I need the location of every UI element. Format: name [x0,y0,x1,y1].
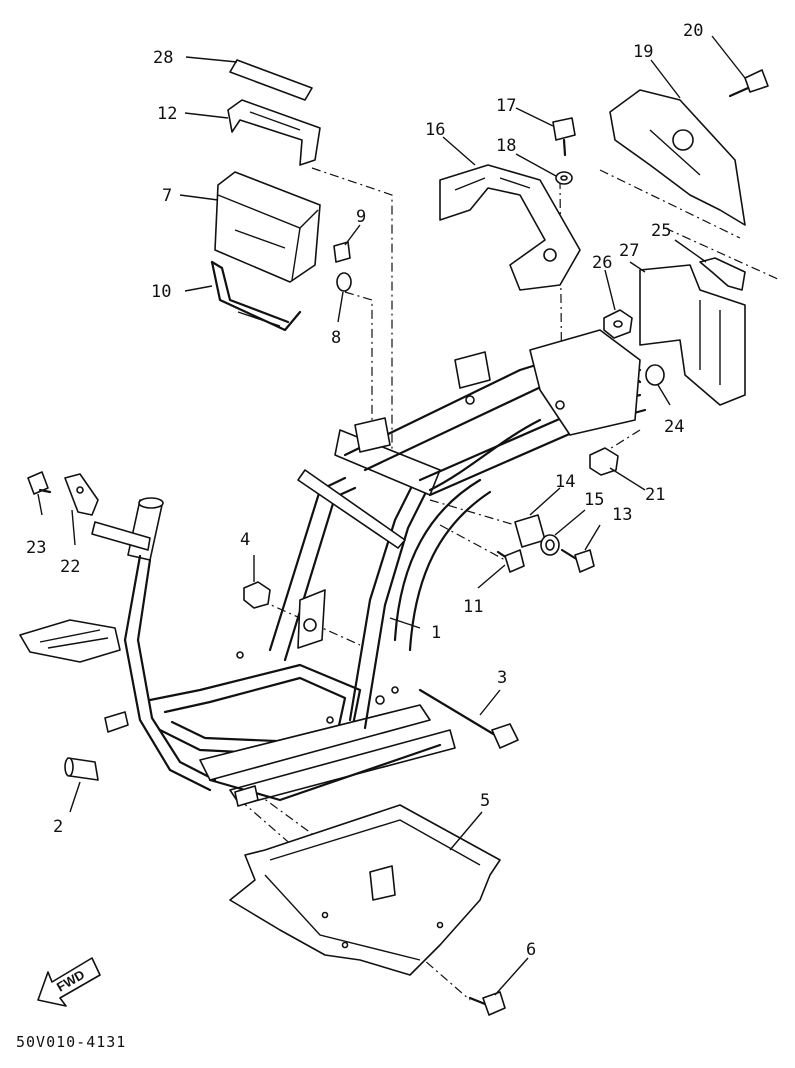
label-part-2: 2 [53,817,63,837]
label-part-11: 11 [463,597,483,617]
label-part-26: 26 [592,253,612,273]
part-7-battery-box [214,171,321,283]
label-part-15: 15 [584,490,604,510]
label-part-28: 28 [153,48,173,68]
part-12-bracket [227,99,321,166]
label-part-9: 9 [356,207,366,227]
main-frame [19,329,647,807]
drawing-code: 50V010-4131 [16,1033,126,1051]
label-part-18: 18 [496,136,516,156]
part-11-bolt [496,549,525,573]
label-part-6: 6 [526,940,536,960]
label-part-24: 24 [664,417,684,437]
part-27-cover [639,264,746,406]
fwd-arrow: FWD [37,957,101,1007]
part-8-grommet [336,272,352,292]
part-18-washer [555,171,573,185]
part-10-strap [210,260,302,332]
label-part-20: 20 [683,21,703,41]
label-part-25: 25 [651,221,671,241]
leader-lines [37,35,746,996]
part-13-bolt [560,548,595,573]
label-part-7: 7 [162,186,172,206]
label-part-3: 3 [497,668,507,688]
part-15-washer [540,534,560,556]
label-part-14: 14 [555,472,575,492]
part-19-bracket [609,89,746,226]
part-3-bolt [418,688,519,749]
label-part-17: 17 [496,96,516,116]
part-25-bracket [699,257,746,291]
part-2-collar [64,757,99,781]
label-part-8: 8 [331,328,341,348]
label-part-16: 16 [425,120,445,140]
label-part-5: 5 [480,791,490,811]
label-part-23: 23 [26,538,46,558]
part-14-collar [514,514,546,548]
label-part-10: 10 [151,282,171,302]
label-part-22: 22 [60,557,80,577]
label-part-4: 4 [240,530,250,550]
part-6-bolt [468,991,506,1016]
label-part-19: 19 [633,42,653,62]
label-part-21: 21 [645,485,665,505]
part-22-bracket [64,473,99,516]
part-17-bolt [552,117,576,157]
label-part-13: 13 [612,505,632,525]
part-20-bolt [728,69,769,98]
part-28-strip [229,59,313,101]
part-24-grommet [645,364,665,386]
part-labels: 28 12 7 10 9 8 16 17 18 19 20 25 26 27 2… [26,21,703,960]
part-4-nut [243,581,271,609]
part-26-nut [603,309,633,339]
label-part-27: 27 [619,241,639,261]
part-9-clip [333,241,351,263]
part-16-bracket [439,164,581,291]
part-5-undercover [229,804,501,976]
label-part-12: 12 [157,104,177,124]
label-part-1: 1 [431,623,441,643]
part-23-bolt [27,471,52,495]
